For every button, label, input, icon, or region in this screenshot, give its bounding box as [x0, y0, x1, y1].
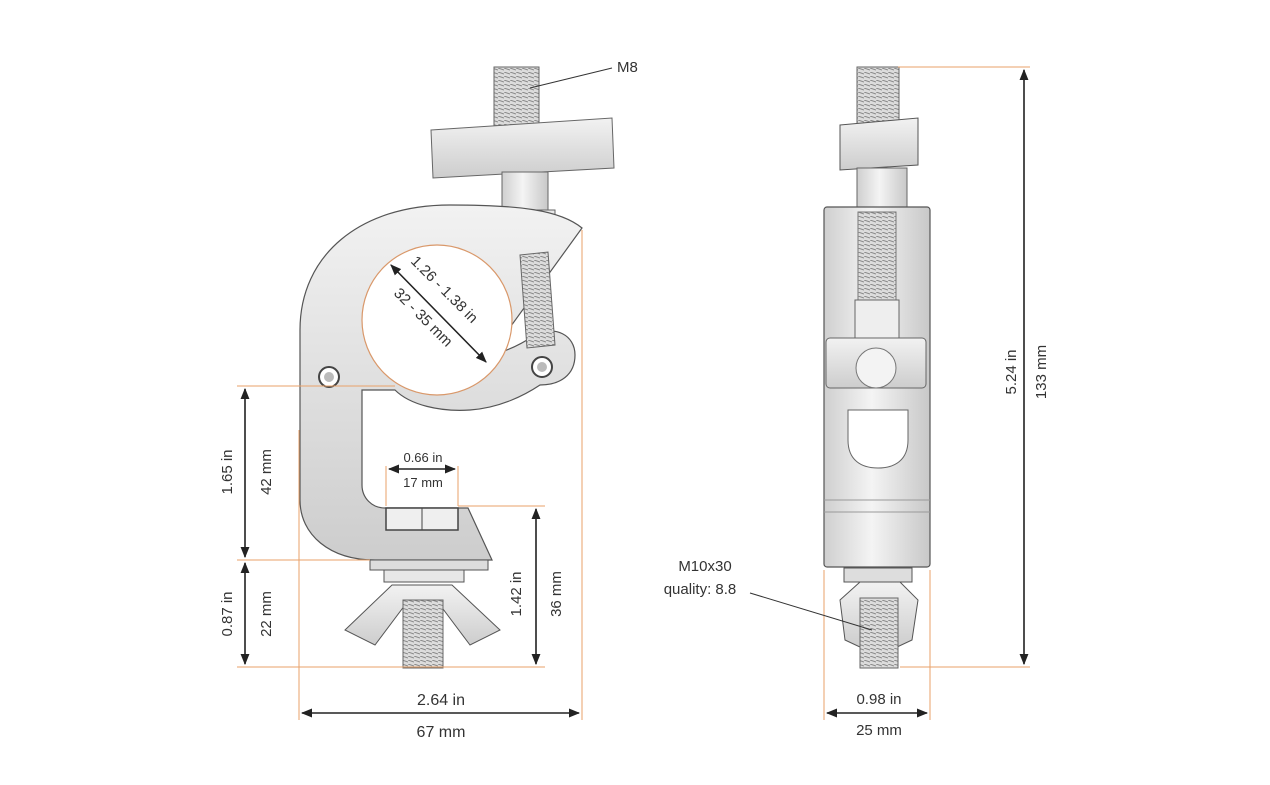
side-view-clamp: [823, 66, 931, 669]
extension-lines: [237, 66, 1030, 720]
front-view-clamp: [299, 66, 615, 669]
wing-knob: [430, 117, 615, 179]
side-bottom-thread: [859, 597, 899, 669]
dim-side-width-mm: 25 mm: [856, 722, 902, 739]
angled-rod: [519, 251, 556, 349]
bottom-bolt-thread: [402, 599, 444, 669]
dim-width-in: 2.64 in: [417, 692, 465, 709]
dim-jaw-opening-in: 0.66 in: [403, 450, 442, 465]
label-bolt-spec-line2: quality: 8.8: [664, 581, 737, 598]
wing-nut: [344, 584, 501, 646]
side-hex-nut: [839, 117, 919, 171]
dim-jaw-opening-mm: 17 mm: [403, 475, 443, 490]
leader-lines: [529, 67, 873, 631]
dim-total-height-in: 5.24 in: [1003, 349, 1020, 394]
top-thread-rod: [493, 66, 540, 133]
dim-bolt-height-in: 1.42 in: [508, 571, 525, 616]
dim-bolt-height-mm: 36 mm: [548, 571, 565, 617]
dim-upper-height-mm: 42 mm: [258, 449, 275, 495]
bottom-washer: [369, 559, 489, 571]
dimension-lines: [240, 68, 1029, 718]
dim-side-width-in: 0.98 in: [856, 691, 901, 708]
dim-total-height-mm: 133 mm: [1033, 345, 1050, 399]
label-thread-top: M8: [617, 59, 638, 76]
dim-upper-height-in: 1.65 in: [219, 449, 236, 494]
side-slot: [847, 409, 909, 469]
label-bolt-spec-line1: M10x30: [678, 558, 731, 575]
side-top-thread: [856, 66, 900, 128]
dim-width-mm: 67 mm: [417, 724, 466, 741]
dim-lower-height-in: 0.87 in: [219, 591, 236, 636]
dim-lower-height-mm: 22 mm: [258, 591, 275, 637]
